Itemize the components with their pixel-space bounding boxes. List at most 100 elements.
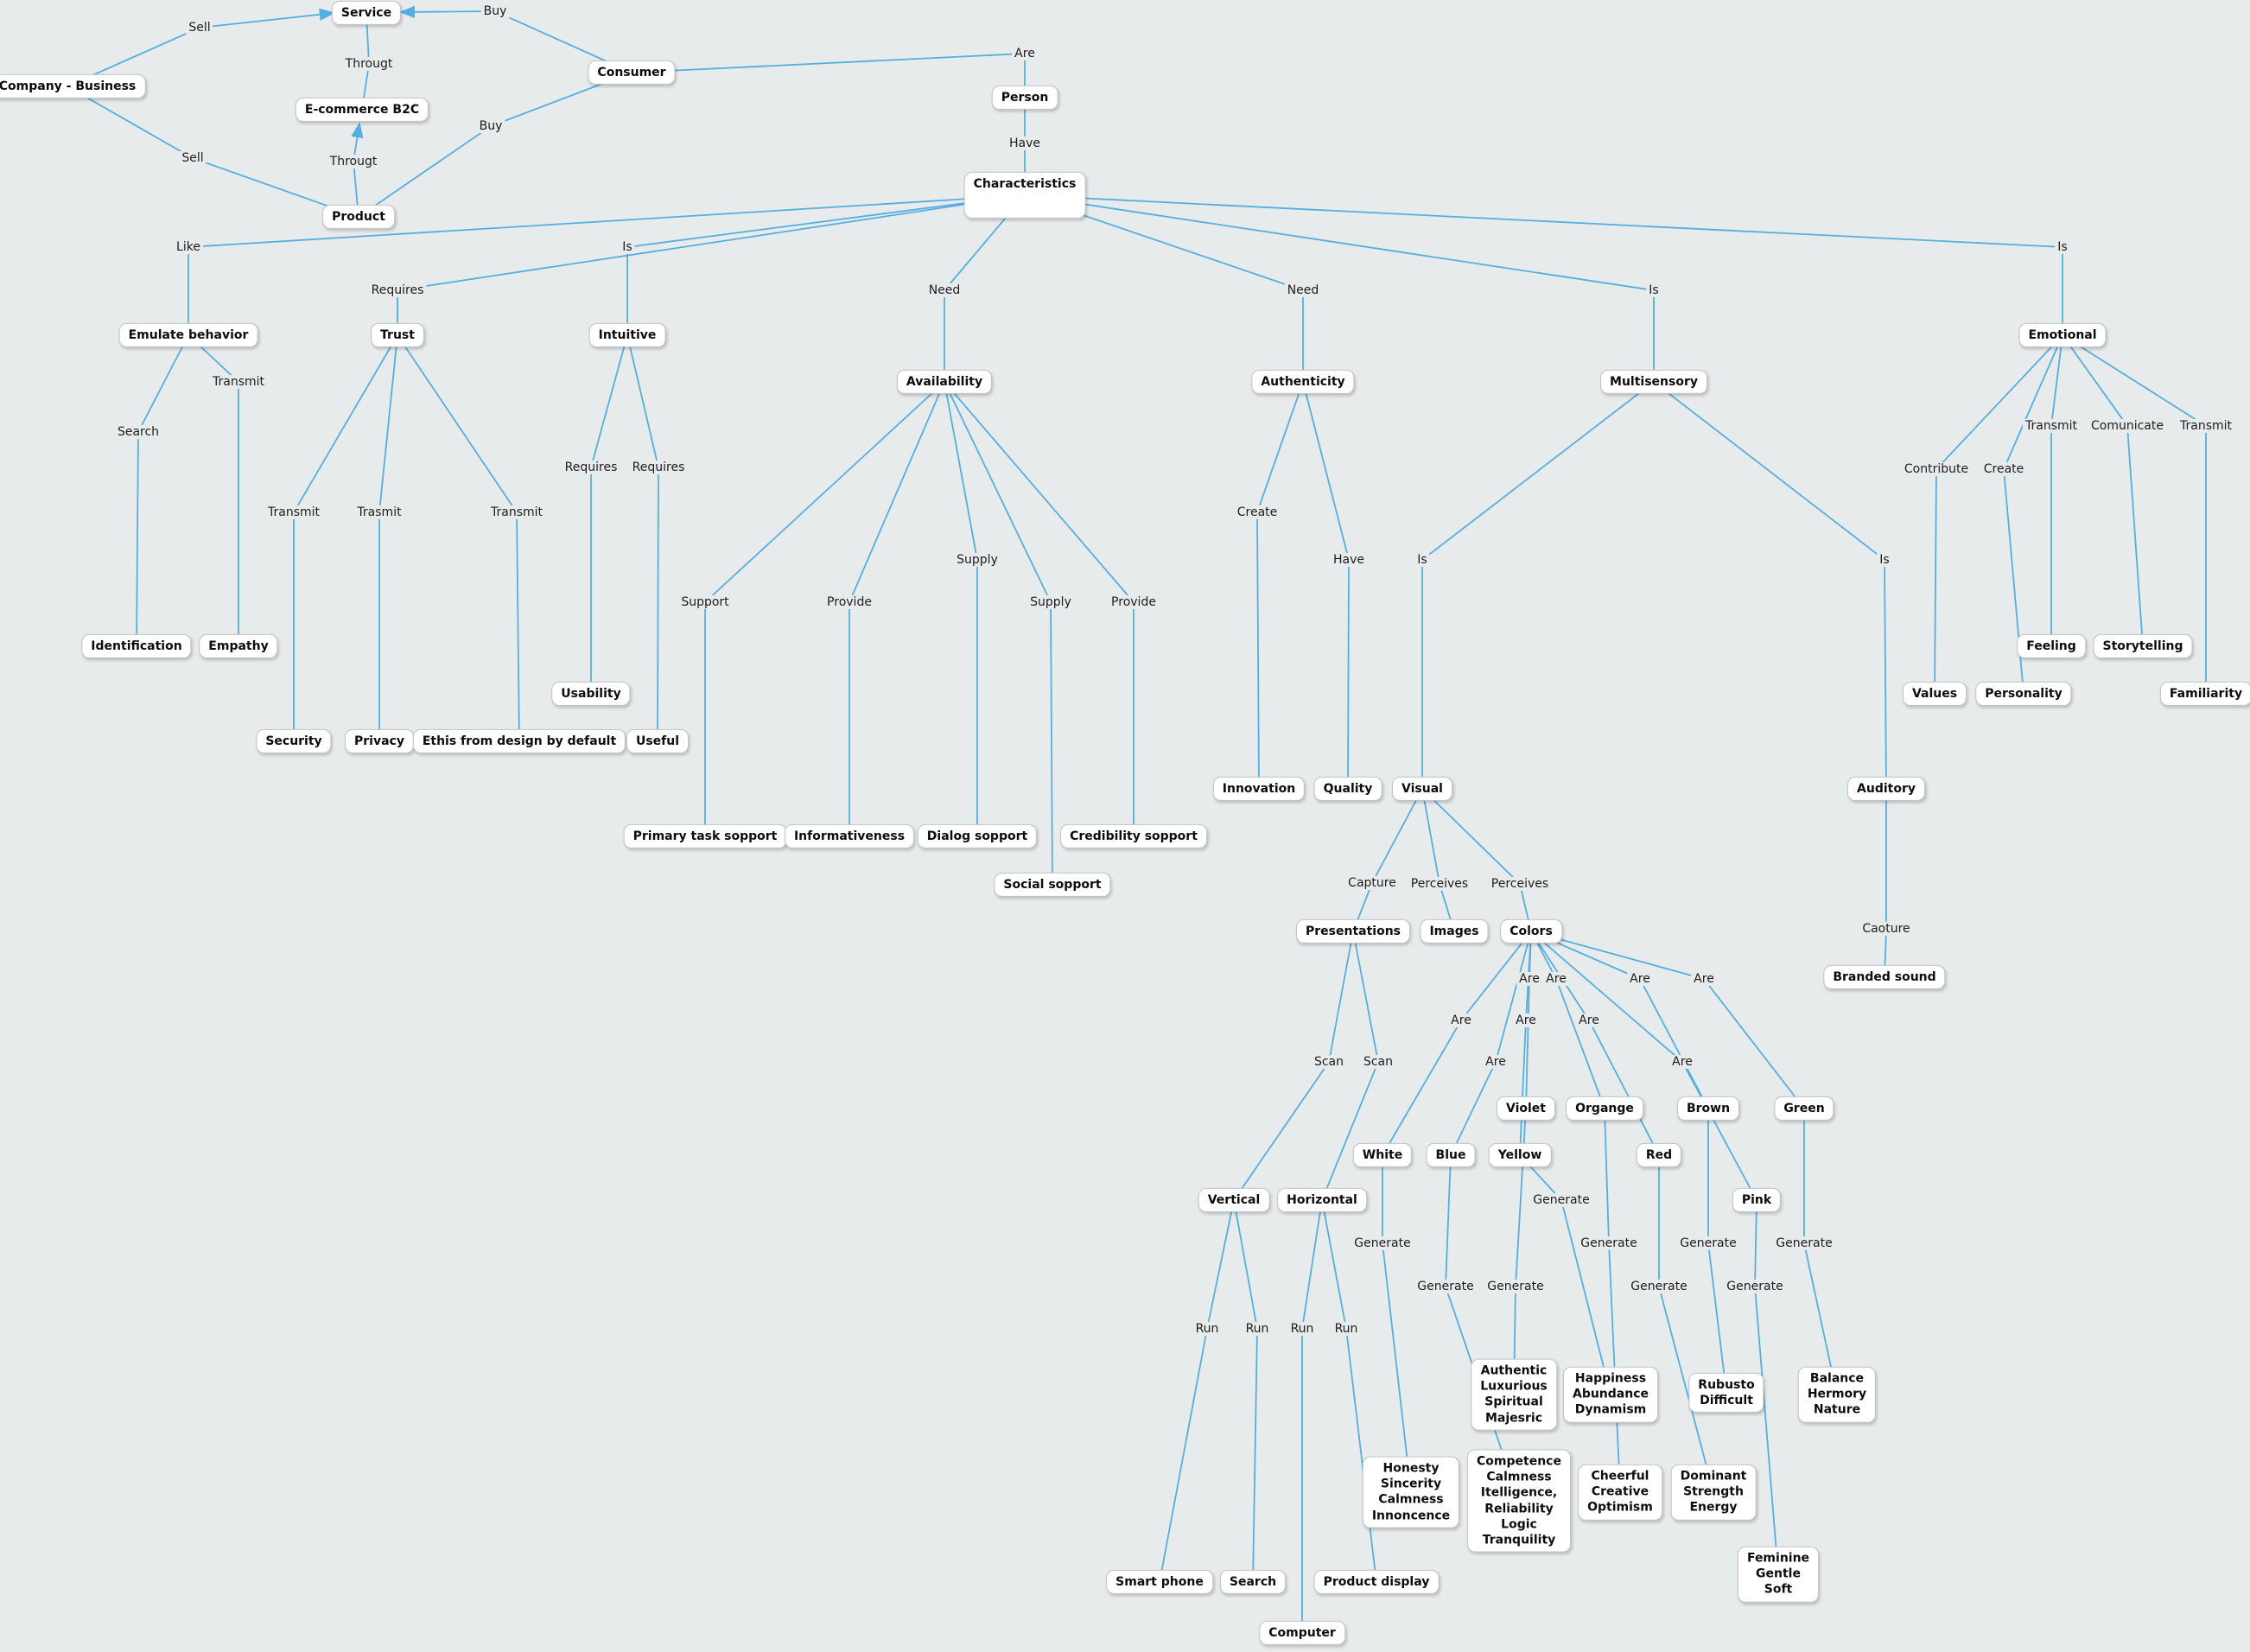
node-innovation[interactable]: Innovation bbox=[1212, 776, 1306, 802]
edge-label-support-primary[interactable]: Support bbox=[678, 594, 732, 610]
node-values[interactable]: Values bbox=[1902, 681, 1967, 707]
node-credibility-sopport[interactable]: Credibility sopport bbox=[1060, 823, 1207, 849]
node-quality[interactable]: Quality bbox=[1313, 776, 1382, 802]
node-competence-traits[interactable]: Competence Calmness Itelligence, Reliabi… bbox=[1467, 1449, 1571, 1553]
node-feminine-traits[interactable]: Feminine Gentle Soft bbox=[1737, 1546, 1820, 1603]
node-visual[interactable]: Visual bbox=[1392, 776, 1452, 802]
node-characteristics[interactable]: Characteristics bbox=[963, 171, 1086, 219]
node-informativeness[interactable]: Informativeness bbox=[784, 823, 915, 849]
edge-label-requires-usability[interactable]: Requires bbox=[562, 460, 620, 475]
node-authentic-traits[interactable]: Authentic Luxurious Spiritual Majesric bbox=[1471, 1358, 1557, 1431]
node-person[interactable]: Person bbox=[991, 85, 1058, 111]
node-white[interactable]: White bbox=[1352, 1142, 1413, 1168]
edge-label-transmit-feeling[interactable]: Transmit bbox=[2022, 418, 2081, 434]
node-availability[interactable]: Availability bbox=[896, 369, 993, 395]
edge-label-are-organge[interactable]: Are bbox=[1543, 971, 1569, 987]
node-security[interactable]: Security bbox=[256, 728, 332, 754]
edge-label-contribute-values[interactable]: Contribute bbox=[1901, 461, 1972, 477]
node-consumer[interactable]: Consumer bbox=[588, 60, 676, 86]
edge-label-transmit-empathy[interactable]: Transmit bbox=[209, 374, 268, 390]
edge-label-transmit-familiarity[interactable]: Transmit bbox=[2177, 418, 2235, 434]
edge-label-generate-happiness[interactable]: Generate bbox=[1530, 1192, 1592, 1208]
node-vertical[interactable]: Vertical bbox=[1198, 1187, 1270, 1213]
edge-label-search-identification[interactable]: Search bbox=[114, 424, 162, 440]
node-product[interactable]: Product bbox=[322, 204, 395, 230]
edge-label-perceives-images[interactable]: Perceives bbox=[1408, 876, 1471, 892]
edge-label-trasmit-privacy[interactable]: Trasmit bbox=[354, 505, 404, 520]
edge-label-supply-social[interactable]: Supply bbox=[1027, 594, 1074, 610]
edge-label-are-white[interactable]: Are bbox=[1448, 1013, 1474, 1028]
node-ecommerce-b2c[interactable]: E-commerce B2C bbox=[295, 97, 429, 123]
node-computer[interactable]: Computer bbox=[1259, 1620, 1345, 1646]
node-horizontal[interactable]: Horizontal bbox=[1277, 1187, 1367, 1213]
node-branded-sound[interactable]: Branded sound bbox=[1823, 964, 1946, 990]
edge-label-generate-balance[interactable]: Generate bbox=[1773, 1236, 1835, 1251]
edge-label-scan-vertical[interactable]: Scan bbox=[1311, 1054, 1347, 1070]
node-presentations[interactable]: Presentations bbox=[1295, 918, 1411, 944]
node-product-display[interactable]: Product display bbox=[1313, 1569, 1440, 1595]
node-blue[interactable]: Blue bbox=[1426, 1142, 1476, 1168]
edge-label-is-auditory[interactable]: Is bbox=[1877, 552, 1892, 568]
edge-label-requires-useful[interactable]: Requires bbox=[629, 460, 688, 475]
node-emotional[interactable]: Emotional bbox=[2018, 322, 2107, 348]
node-organge[interactable]: Organge bbox=[1566, 1096, 1643, 1121]
node-dialog-sopport[interactable]: Dialog sopport bbox=[917, 823, 1038, 849]
edge-label-are-person[interactable]: Are bbox=[1012, 46, 1038, 61]
node-happiness-traits[interactable]: Happiness Abundance Dynamism bbox=[1562, 1366, 1659, 1423]
edge-label-are-green[interactable]: Are bbox=[1691, 971, 1717, 987]
edge-label-througt-ecommerce[interactable]: Througt bbox=[327, 154, 380, 169]
node-primary-task-sopport[interactable]: Primary task sopport bbox=[623, 823, 787, 849]
edge-label-is-intuitive[interactable]: Is bbox=[620, 239, 635, 255]
edge-label-are-blue[interactable]: Are bbox=[1483, 1054, 1509, 1070]
node-rubusto-traits[interactable]: Rubusto Difficult bbox=[1688, 1372, 1764, 1414]
node-dominant-traits[interactable]: Dominant Strength Energy bbox=[1670, 1464, 1757, 1521]
edge-label-run-search[interactable]: Run bbox=[1243, 1321, 1272, 1337]
node-cheerful-traits[interactable]: Cheerful Creative Optimism bbox=[1578, 1464, 1662, 1521]
node-company-business[interactable]: Company - Business bbox=[0, 73, 146, 99]
edge-label-is-visual[interactable]: Is bbox=[1414, 552, 1430, 568]
node-personality[interactable]: Personality bbox=[1975, 681, 2072, 707]
node-red[interactable]: Red bbox=[1636, 1142, 1682, 1168]
edge-label-need-authenticity[interactable]: Need bbox=[1284, 283, 1322, 298]
node-trust[interactable]: Trust bbox=[371, 322, 424, 348]
edge-label-generate-feminine[interactable]: Generate bbox=[1724, 1279, 1786, 1294]
edge-label-caoture-branded[interactable]: Caoture bbox=[1859, 921, 1913, 937]
node-feeling[interactable]: Feeling bbox=[2017, 633, 2086, 659]
node-social-sopport[interactable]: Social sopport bbox=[994, 872, 1111, 898]
node-images[interactable]: Images bbox=[1420, 918, 1489, 944]
node-violet[interactable]: Violet bbox=[1497, 1096, 1555, 1121]
edge-label-run-smart-phone[interactable]: Run bbox=[1192, 1321, 1222, 1337]
node-multisensory[interactable]: Multisensory bbox=[1600, 369, 1707, 395]
edge-label-is-multisensory[interactable]: Is bbox=[1646, 283, 1662, 298]
node-authenticity[interactable]: Authenticity bbox=[1251, 369, 1355, 395]
node-smart-phone[interactable]: Smart phone bbox=[1106, 1569, 1213, 1595]
node-emulate-behavior[interactable]: Emulate behavior bbox=[118, 322, 258, 348]
node-privacy[interactable]: Privacy bbox=[345, 728, 414, 754]
node-green[interactable]: Green bbox=[1774, 1096, 1834, 1121]
edge-label-generate-honesty[interactable]: Generate bbox=[1351, 1236, 1414, 1251]
edge-label-run-computer[interactable]: Run bbox=[1287, 1321, 1317, 1337]
edge-label-generate-cheerful[interactable]: Generate bbox=[1578, 1236, 1640, 1251]
edge-label-are-brown[interactable]: Are bbox=[1627, 971, 1653, 987]
edge-label-have-quality[interactable]: Have bbox=[1330, 552, 1368, 568]
edge-label-generate-dominant[interactable]: Generate bbox=[1628, 1279, 1690, 1294]
node-yellow[interactable]: Yellow bbox=[1488, 1142, 1552, 1168]
node-intuitive[interactable]: Intuitive bbox=[588, 322, 666, 348]
edge-label-is-emotional[interactable]: Is bbox=[2055, 239, 2070, 255]
edge-label-provide-credibility[interactable]: Provide bbox=[1109, 594, 1159, 610]
edge-label-generate-rubusto[interactable]: Generate bbox=[1677, 1236, 1739, 1251]
edge-label-generate-competence[interactable]: Generate bbox=[1414, 1279, 1477, 1294]
edge-label-perceives-colors[interactable]: Perceives bbox=[1488, 876, 1552, 892]
edge-label-are-pink[interactable]: Are bbox=[1669, 1054, 1695, 1070]
edge-label-sell-service[interactable]: Sell bbox=[186, 20, 213, 35]
edge-label-scan-horizontal[interactable]: Scan bbox=[1360, 1054, 1396, 1070]
edge-label-need-availability[interactable]: Need bbox=[925, 283, 963, 298]
edge-label-are-violet[interactable]: Are bbox=[1516, 971, 1542, 987]
edge-label-comunicate-storytelling[interactable]: Comunicate bbox=[2088, 418, 2166, 434]
edge-label-create-innovation[interactable]: Create bbox=[1234, 505, 1281, 520]
edge-label-are-red[interactable]: Are bbox=[1576, 1013, 1602, 1028]
node-familiarity[interactable]: Familiarity bbox=[2159, 681, 2250, 707]
node-ethis-from-design[interactable]: Ethis from design by default bbox=[412, 728, 626, 754]
node-auditory[interactable]: Auditory bbox=[1847, 776, 1925, 802]
node-usability[interactable]: Usability bbox=[551, 681, 631, 707]
